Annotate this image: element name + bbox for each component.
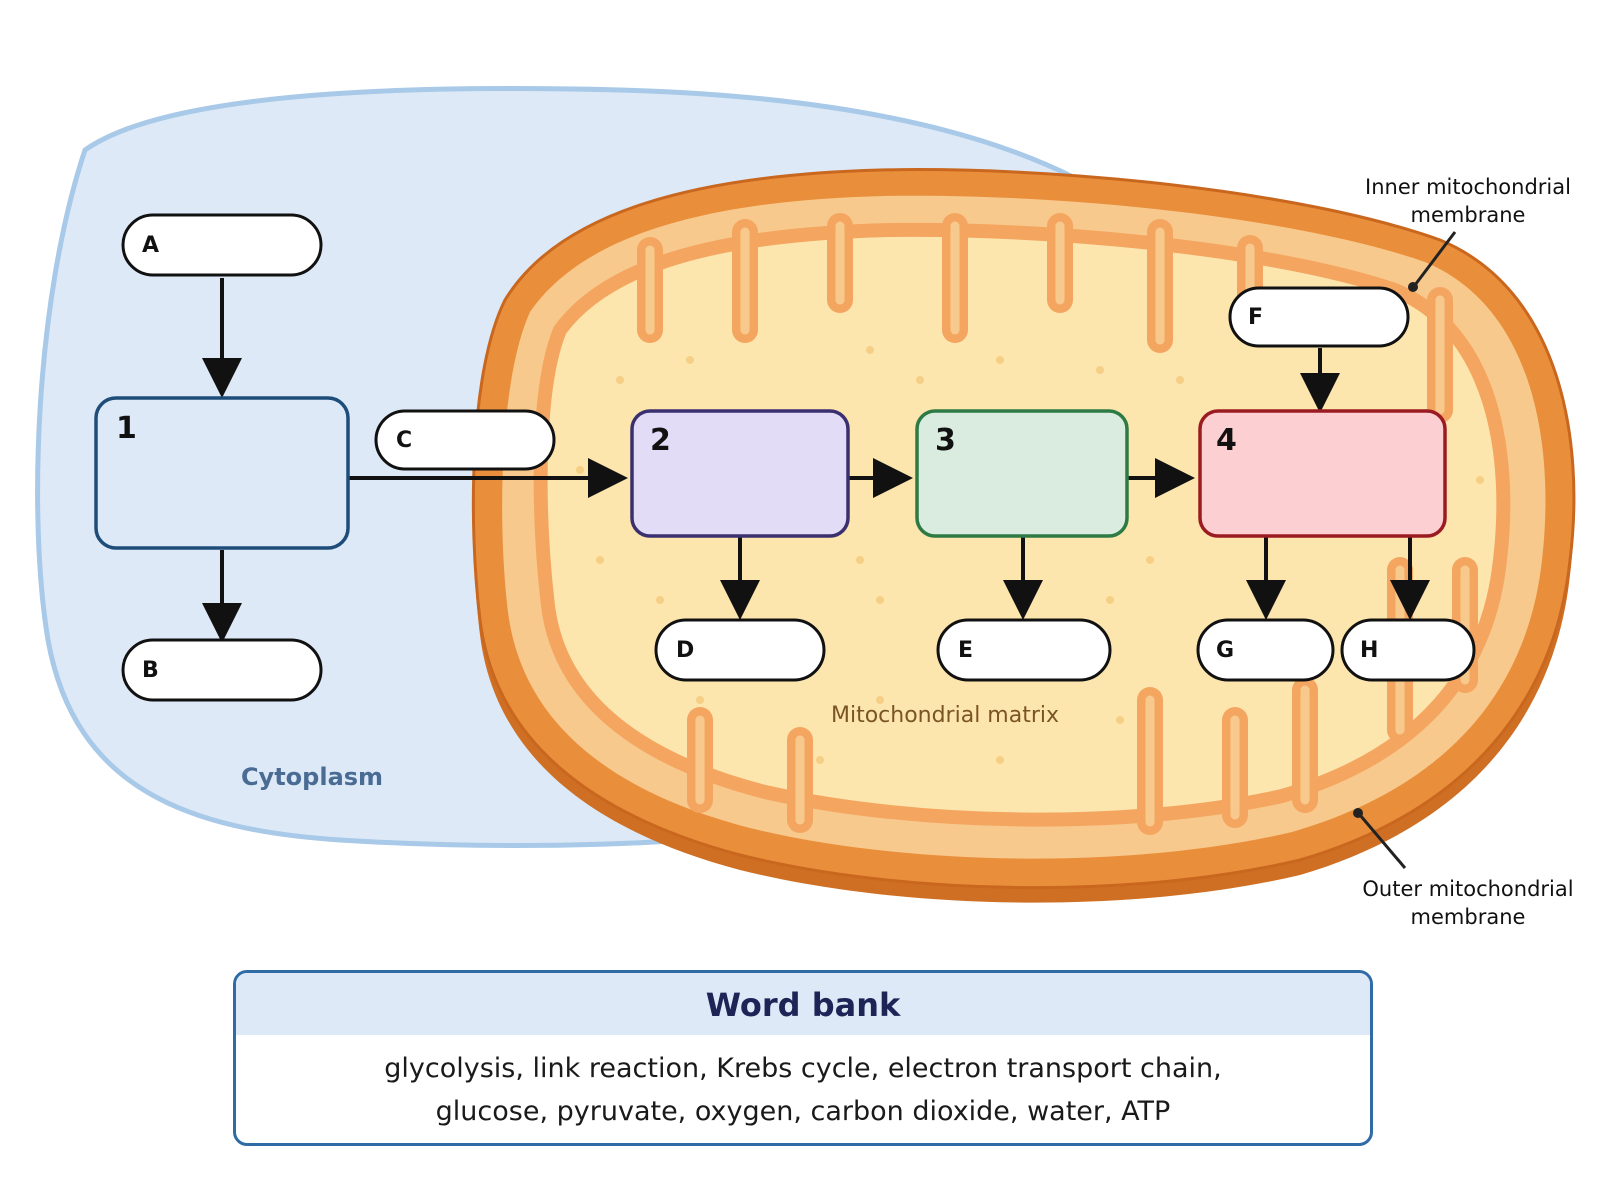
respiration-diagram: Cytoplasm Mitochondrial matrix Inner mit… [35, 86, 1576, 929]
answer-slot-A[interactable]: A [121, 213, 323, 277]
inner-membrane-label-line1: Inner mitochondrial [1365, 175, 1571, 199]
matrix-granule [916, 376, 924, 384]
matrix-granules [576, 346, 1484, 764]
step-box-2: 2 [630, 409, 850, 538]
slot-letter: D [676, 638, 694, 663]
answer-slot-B[interactable]: B [121, 638, 323, 702]
matrix-granule [996, 356, 1004, 364]
step-number: 4 [1216, 423, 1237, 458]
matrix-granule [696, 696, 704, 704]
matrix-granule [996, 756, 1004, 764]
slot-letter: B [142, 658, 159, 683]
outer-membrane-callout: Outer mitochondrial membrane [1353, 808, 1574, 929]
matrix-granule [816, 756, 824, 764]
matrix-granule [856, 556, 864, 564]
answer-slot-E[interactable]: E [936, 618, 1112, 682]
step-box-4: 4 [1198, 409, 1447, 538]
answer-slot-G[interactable]: G [1196, 618, 1335, 682]
matrix-granule [1116, 716, 1124, 724]
matrix-granule [1476, 476, 1484, 484]
cytoplasm-label: Cytoplasm [241, 763, 383, 791]
matrix-granule [576, 466, 584, 474]
matrix-granule [656, 596, 664, 604]
slot-letter: F [1248, 305, 1263, 330]
slot-letter: E [958, 638, 973, 663]
slot-letter: G [1216, 638, 1234, 663]
matrix-granule [596, 556, 604, 564]
cristae [637, 213, 1478, 835]
slot-letter: A [142, 233, 159, 258]
flow-arrows [202, 278, 1430, 643]
matrix-granule [616, 376, 624, 384]
outer-membrane-leader [1358, 814, 1407, 869]
outer-membrane-pointer [1353, 808, 1363, 818]
outer-membrane-label-line1: Outer mitochondrial [1362, 877, 1573, 901]
slot-letter: H [1360, 638, 1378, 663]
answer-slot-H[interactable]: H [1340, 618, 1476, 682]
answer-slot-C[interactable]: C [374, 409, 556, 471]
answer-slot-F[interactable]: F [1228, 286, 1410, 348]
slot-letter: C [396, 428, 412, 453]
word-bank-line: glucose, pyruvate, oxygen, carbon dioxid… [435, 1096, 1171, 1127]
inner-membrane-pointer [1408, 282, 1418, 292]
step-number: 2 [650, 423, 671, 458]
step-box-1: 1 [94, 396, 350, 550]
step-number: 1 [116, 411, 137, 446]
inner-membrane-callout: Inner mitochondrial membrane [1365, 175, 1571, 292]
matrix-granule [876, 596, 884, 604]
word-bank-line: glycolysis, link reaction, Krebs cycle, … [384, 1053, 1222, 1084]
inner-membrane-label-line2: membrane [1411, 203, 1526, 227]
matrix-label: Mitochondrial matrix [831, 703, 1059, 728]
matrix-granule [1176, 376, 1184, 384]
matrix-granule [866, 346, 874, 354]
word-bank: Word bank glycolysis, link reaction, Kre… [233, 970, 1373, 1146]
answer-slot-D[interactable]: D [654, 618, 826, 682]
step-number: 3 [935, 423, 956, 458]
matrix-granule [1106, 596, 1114, 604]
word-bank-title: Word bank [236, 973, 1370, 1035]
matrix-granule [1146, 556, 1154, 564]
matrix-granule [1096, 366, 1104, 374]
inner-membrane-leader [1413, 231, 1457, 286]
matrix-granule [686, 356, 694, 364]
outer-membrane-label-line2: membrane [1411, 905, 1526, 929]
step-box-3: 3 [915, 409, 1129, 538]
matrix-granule [876, 696, 884, 704]
word-bank-terms: glycolysis, link reaction, Krebs cycle, … [236, 1035, 1370, 1133]
